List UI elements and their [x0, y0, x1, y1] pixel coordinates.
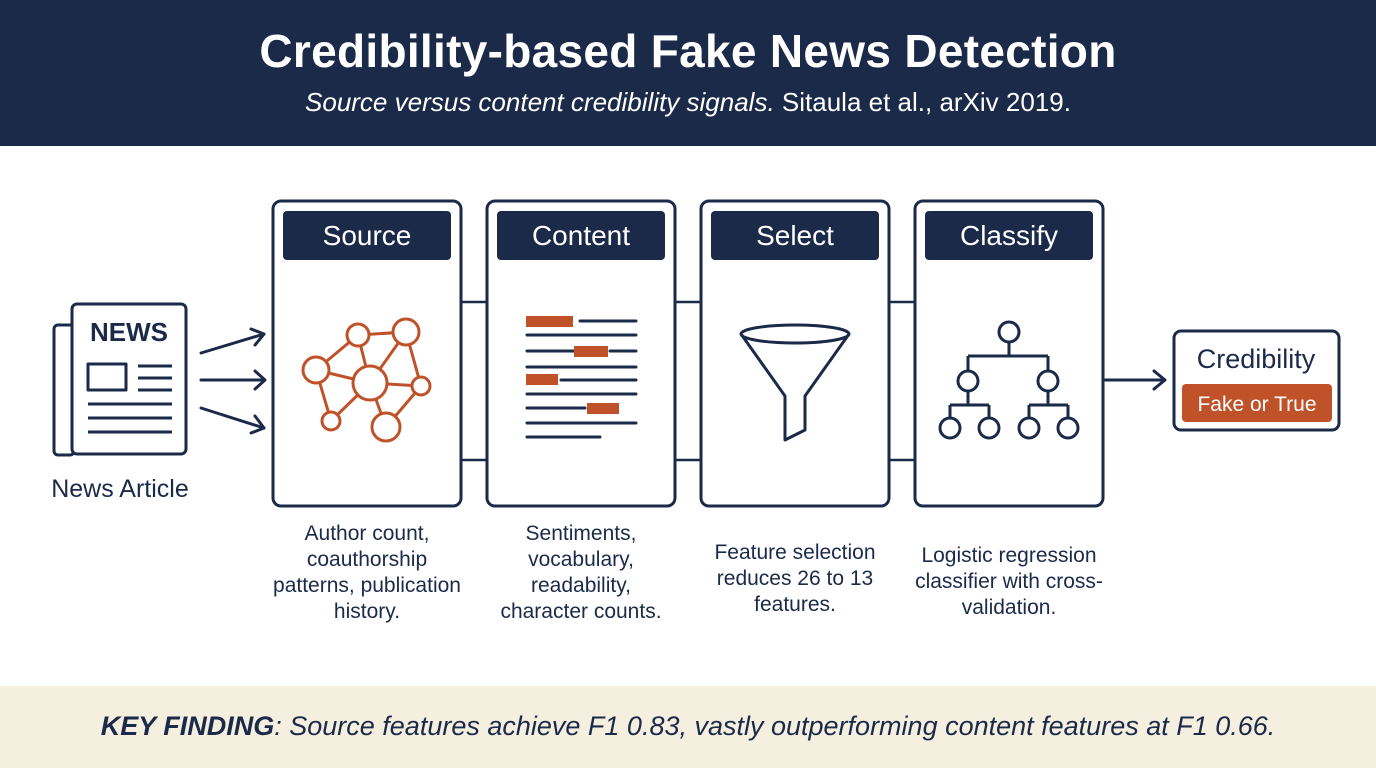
- stage-classify-title-bar: [925, 211, 1093, 260]
- input-arrows: [199, 327, 267, 435]
- pipeline-diagram: NEWS News Article Source: [51, 199, 1341, 508]
- stage-source-frame: [271, 199, 463, 508]
- page-subtitle: Source versus content credibility signal…: [0, 87, 1376, 118]
- news-article-label: News Article: [51, 475, 189, 503]
- newspaper-icon-text: NEWS: [90, 317, 168, 347]
- output-badge: [1182, 384, 1332, 422]
- stage-content-title-bar: [497, 211, 665, 260]
- subtitle-citation: Sitaula et al., arXiv 2019.: [774, 87, 1071, 117]
- stage-classify-title: Classify: [960, 220, 1058, 251]
- key-finding-lead: KEY FINDING: [100, 711, 275, 741]
- output-title: Credibility: [1197, 344, 1316, 374]
- stage-select-title: Select: [756, 220, 834, 251]
- stage-content-description: Sentiments, vocabulary, readability, cha…: [500, 522, 662, 623]
- subtitle-italic: Source versus content credibility signal…: [305, 87, 775, 117]
- key-finding-banner: [0, 686, 1376, 768]
- decision-tree-icon: [938, 320, 1080, 440]
- stage-classify: Classify: [913, 199, 1105, 508]
- stage-source-description: Author count, coauthorship patterns, pub…: [273, 522, 461, 623]
- output-arrow: [1103, 369, 1167, 391]
- stage-select-frame: [699, 199, 891, 508]
- stage-source-title: Source: [323, 220, 412, 251]
- stage-select-title-bar: [711, 211, 879, 260]
- stage-connectors: [461, 300, 916, 462]
- funnel-icon: [739, 323, 851, 442]
- text-lines-icon: [525, 316, 638, 439]
- stage-classify-description: Logistic regression classifier with cros…: [915, 544, 1103, 619]
- key-finding-text: : Source features achieve F1 0.83, vastl…: [274, 711, 1276, 741]
- stage-select-description: Feature selection reduces 26 to 13 featu…: [714, 541, 876, 616]
- network-graph-icon: [301, 317, 432, 443]
- page-title: Credibility-based Fake News Detection: [259, 25, 1117, 77]
- stage-source: Source: [271, 199, 463, 508]
- output-badge-label: Fake or True: [1197, 393, 1316, 416]
- output-box: Credibility Fake or True: [1172, 329, 1341, 432]
- header-banner: [0, 0, 1376, 146]
- stage-source-title-bar: [283, 211, 451, 260]
- newspaper-icon: [52, 302, 188, 457]
- stage-select: Select: [699, 199, 891, 508]
- key-finding: KEY FINDING: Source features achieve F1 …: [0, 711, 1376, 742]
- stage-content-title: Content: [532, 220, 630, 251]
- stage-content: Content: [485, 199, 677, 508]
